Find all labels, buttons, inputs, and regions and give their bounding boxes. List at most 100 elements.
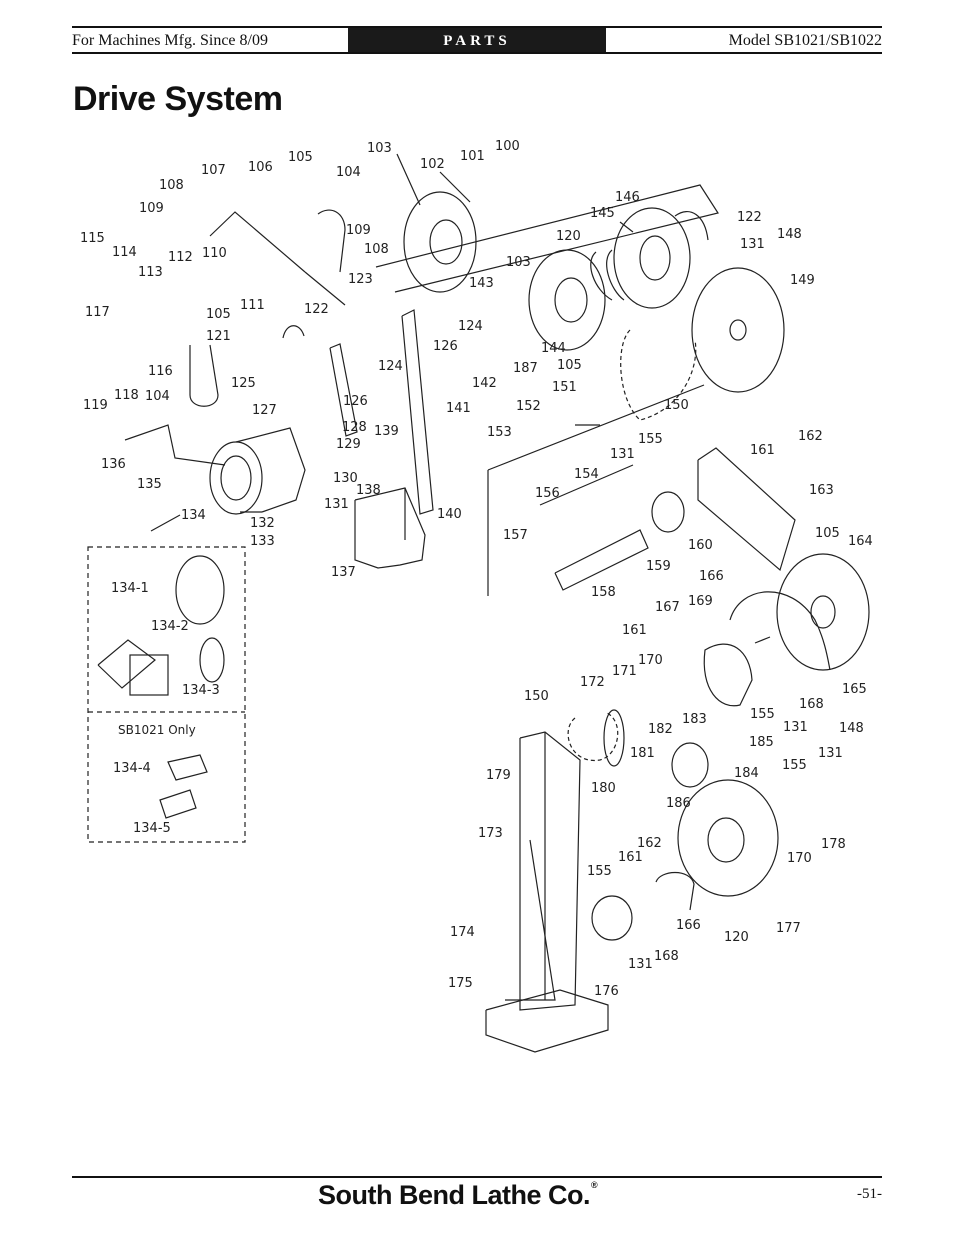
label-123: 123 [348, 272, 373, 287]
label-156: 156 [535, 486, 560, 501]
label-187: 187 [513, 361, 538, 376]
footer-rule [72, 1176, 882, 1178]
label-112: 112 [168, 250, 193, 265]
label-105: 105 [288, 150, 313, 165]
label-109-right: 109 [346, 223, 371, 238]
label-185: 185 [749, 735, 774, 750]
brand-name: South Bend Lathe Co. [318, 1180, 590, 1210]
label-101: 101 [460, 149, 485, 164]
label-120: 120 [556, 229, 581, 244]
label-118: 118 [114, 388, 139, 403]
label-133: 133 [250, 534, 275, 549]
label-166-lower: 166 [676, 918, 701, 933]
label-142: 142 [472, 376, 497, 391]
label-176: 176 [594, 984, 619, 999]
label-178: 178 [821, 837, 846, 852]
label-175: 175 [448, 976, 473, 991]
label-148: 148 [777, 227, 802, 242]
label-170-lower: 170 [787, 851, 812, 866]
label-122-mid: 122 [304, 302, 329, 317]
label-111: 111 [240, 298, 265, 313]
label-163: 163 [809, 483, 834, 498]
label-135: 135 [137, 477, 162, 492]
label-155-a: 155 [750, 707, 775, 722]
label-132: 132 [250, 516, 275, 531]
label-182: 182 [648, 722, 673, 737]
label-131-d: 131 [818, 746, 843, 761]
header-model-text: Model SB1021/SB1022 [728, 32, 882, 49]
label-109: 109 [139, 201, 164, 216]
label-161-lower: 161 [618, 850, 643, 865]
inset-labels: 134-1 134-2 134-3 SB1021 Only 134-4 134-… [111, 581, 220, 836]
label-100: 100 [495, 139, 520, 154]
label-126: 126 [343, 394, 368, 409]
diagram-drawing [124, 153, 870, 1053]
label-131-b: 131 [610, 447, 635, 462]
label-105-mid: 105 [557, 358, 582, 373]
label-105-right: 105 [815, 526, 840, 541]
label-105-lower: 105 [206, 307, 231, 322]
label-129: 129 [336, 437, 361, 452]
label-184: 184 [734, 766, 759, 781]
label-174: 174 [450, 925, 475, 940]
label-128: 128 [342, 420, 367, 435]
label-166: 166 [699, 569, 724, 584]
label-117: 117 [85, 305, 110, 320]
label-155-c: 155 [587, 864, 612, 879]
inset-box [87, 546, 246, 843]
label-177: 177 [776, 921, 801, 936]
label-159: 159 [646, 559, 671, 574]
label-161-mid: 161 [622, 623, 647, 638]
label-144: 144 [541, 341, 566, 356]
inset-label-134-5: 134-5 [133, 821, 171, 836]
registered-mark: ® [590, 1180, 598, 1190]
label-122: 122 [737, 210, 762, 225]
label-160: 160 [688, 538, 713, 553]
label-127: 127 [252, 403, 277, 418]
label-183: 183 [682, 712, 707, 727]
inset-label-134-2: 134-2 [151, 619, 189, 634]
label-143: 143 [469, 276, 494, 291]
label-116: 116 [148, 364, 173, 379]
label-113: 113 [138, 265, 163, 280]
label-136: 136 [101, 457, 126, 472]
label-114: 114 [112, 245, 137, 260]
header-left-text: For Machines Mfg. Since 8/09 [72, 32, 268, 49]
label-102: 102 [420, 157, 445, 172]
inset-note-sb1021-only: SB1021 Only [118, 723, 196, 737]
label-186: 186 [666, 796, 691, 811]
label-130: 130 [333, 471, 358, 486]
inset-label-134-4: 134-4 [113, 761, 151, 776]
inset-label-134-3: 134-3 [182, 683, 220, 698]
label-125: 125 [231, 376, 256, 391]
label-103-lower: 103 [506, 255, 531, 270]
label-131-e: 131 [628, 957, 653, 972]
label-137: 137 [331, 565, 356, 580]
label-119: 119 [83, 398, 108, 413]
page-header: For Machines Mfg. Since 8/09 PARTS Model… [72, 26, 882, 54]
label-155-b: 155 [782, 758, 807, 773]
label-115: 115 [80, 231, 105, 246]
label-145: 145 [590, 206, 615, 221]
label-149: 149 [790, 273, 815, 288]
label-148-lower: 148 [839, 721, 864, 736]
label-173: 173 [478, 826, 503, 841]
label-131-a: 131 [740, 237, 765, 252]
label-169: 169 [688, 594, 713, 609]
label-153: 153 [487, 425, 512, 440]
label-164: 164 [848, 534, 873, 549]
label-168-lower: 168 [654, 949, 679, 964]
brand-logo-text: South Bend Lathe Co.® [318, 1180, 598, 1211]
label-171: 171 [612, 664, 637, 679]
label-155: 155 [638, 432, 663, 447]
label-104: 104 [336, 165, 361, 180]
label-165: 165 [842, 682, 867, 697]
label-180: 180 [591, 781, 616, 796]
label-107: 107 [201, 163, 226, 178]
label-161: 161 [750, 443, 775, 458]
label-179: 179 [486, 768, 511, 783]
label-170: 170 [638, 653, 663, 668]
label-138: 138 [356, 483, 381, 498]
label-151: 151 [552, 380, 577, 395]
label-106: 106 [248, 160, 273, 175]
